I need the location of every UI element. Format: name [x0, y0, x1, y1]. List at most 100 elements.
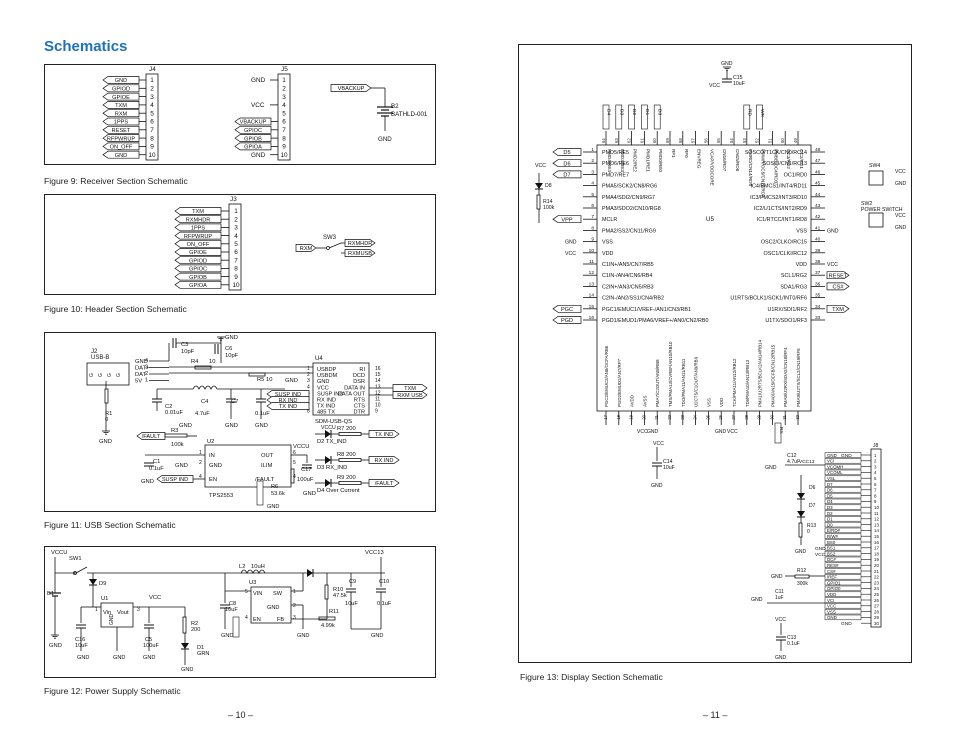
schematic-label: R2 [191, 621, 198, 627]
net-label-text: D6 [827, 488, 833, 493]
net-label-text: /FAULT [375, 481, 394, 487]
schematic-label: 27 [731, 414, 736, 419]
schematic-label: 10pF [225, 353, 239, 359]
u5-pin-name: OSC2/CLKO/RC15 [761, 240, 807, 246]
net-label-text: PGC [561, 307, 573, 313]
schematic-label: GND [841, 453, 852, 459]
schematic-label: 57 [691, 138, 696, 143]
net-label [602, 104, 610, 130]
net-label-text: D5 [563, 150, 570, 156]
schematic-label: 1 [95, 607, 98, 613]
schematic-label: VCC [637, 429, 648, 435]
net-label [295, 244, 317, 252]
schematic-label: GND [221, 633, 233, 639]
schematic-label: VCC [827, 262, 838, 268]
schematic-label: 47 [815, 158, 821, 164]
schematic-label: VCCU [51, 550, 67, 556]
u4-pin-name: DATA OUT [338, 391, 366, 397]
j2-pin-name: 5V [135, 379, 142, 385]
schematic-label: 100uF [297, 477, 314, 483]
schematic-label: 1 [293, 589, 296, 595]
schematic-label: 10uF [345, 601, 358, 607]
fig13-caption: Figure 13: Display Section Schematic [520, 672, 663, 682]
j3-pin-number: 1 [234, 208, 238, 215]
net-label-text: GND [115, 153, 127, 159]
schematic-label: GND [141, 479, 154, 485]
net-label-text: RX IND [375, 458, 394, 464]
schematic-label: 100uF [143, 643, 159, 649]
net-label [774, 422, 782, 444]
schematic-label: 43 [815, 203, 821, 209]
u5-pin-name: PMD3/RE3 [620, 149, 625, 172]
schematic-label: 12 [375, 390, 381, 396]
net-label-text: TX IND [279, 404, 297, 410]
resistor [182, 616, 187, 634]
net-label-text: GPIOC [189, 267, 207, 273]
net-label-text: RXM [115, 111, 128, 117]
net-label-text: D3 [827, 505, 833, 510]
schematic-label: C10 [379, 579, 389, 585]
power-supply-schematic: VCCUSW1D9B1GNDU1VinVoutGND13VCCC1610uFGN… [44, 546, 436, 678]
connector-pin-number: 24 [874, 586, 879, 591]
schematic-label: GND [225, 423, 238, 429]
schematic-label: GND [371, 633, 383, 639]
schematic-label: GND [795, 549, 807, 555]
u4-pin-name: RTS [354, 398, 365, 404]
schematic-label: 52 [755, 138, 760, 143]
schematic-label: C12 [787, 453, 797, 459]
u4-pin-name: DSR [353, 379, 365, 385]
schematic-label: 11 [375, 397, 380, 403]
u4-pin-name: USBDP [317, 367, 337, 373]
schematic-label: D9 [99, 581, 106, 587]
pwren-tag [232, 616, 240, 638]
schematic-label: GRN [197, 651, 209, 657]
schematic-label: 54 [729, 138, 734, 143]
net-label-text: D0 [827, 522, 833, 527]
schematic-label: 13 [375, 384, 381, 390]
connector-pin-number: 25 [874, 592, 879, 597]
u5-pin-name: CN15/RD6 [735, 149, 740, 172]
b2-part: BATHLD-001 [391, 111, 428, 118]
schematic-label: VCC [709, 83, 720, 89]
net-label [330, 84, 372, 92]
schematic-label: 4 [199, 474, 202, 480]
u5-pin-name: TCK/PMA11/AN12/RB12 [732, 358, 737, 407]
u5-pin-name: PMD7/RE7 [602, 172, 629, 178]
j3-pin-number: 5 [234, 241, 238, 248]
net-label [266, 402, 310, 410]
schematic-label: 29 [757, 414, 762, 419]
net-label-text: VCI [827, 459, 834, 464]
schematic-label: 58 [678, 138, 683, 143]
u5-pin-name: PMA2/SS2/CN11/RG9 [602, 228, 656, 234]
schematic-label: 0 [105, 417, 108, 423]
net-label-text: VCOMH [827, 464, 843, 469]
schematic-label: GND [721, 61, 733, 67]
net-label [824, 562, 862, 568]
schematic-label: 10uH [251, 564, 265, 570]
j4-ref: J4 [149, 66, 156, 73]
u5-pin-name: VDD [602, 251, 613, 257]
u4-part: SDM-USB-QS [315, 419, 352, 425]
diode [307, 569, 313, 577]
schematic-label: 31 [782, 414, 787, 419]
schematic-label: 11 [589, 259, 594, 265]
schematic-label: SW1 [69, 556, 82, 562]
net-label [824, 458, 862, 464]
net-label-text: VPP [561, 217, 572, 223]
j2-pin-name: DAT- [135, 372, 148, 378]
schematic-label: R9 200 [337, 475, 356, 481]
connector-pin-number: 13 [874, 522, 879, 527]
wire [328, 242, 342, 249]
schematic-label: 4.7uF [787, 459, 800, 465]
u5-ref: U5 [706, 216, 714, 223]
resistor [338, 458, 362, 462]
j3-ref: J3 [230, 196, 237, 203]
connector-pin-number: 7 [874, 488, 877, 493]
resistor [794, 574, 810, 579]
u5-pin-name: IC1/RTCC/INT1/RD8 [757, 217, 807, 223]
u5-pin-name: SDA1/RG3 [780, 284, 807, 290]
j4-pin-number: 6 [150, 119, 154, 126]
schematic-label: 9 [591, 237, 594, 243]
schematic-label: B1 [47, 591, 54, 597]
